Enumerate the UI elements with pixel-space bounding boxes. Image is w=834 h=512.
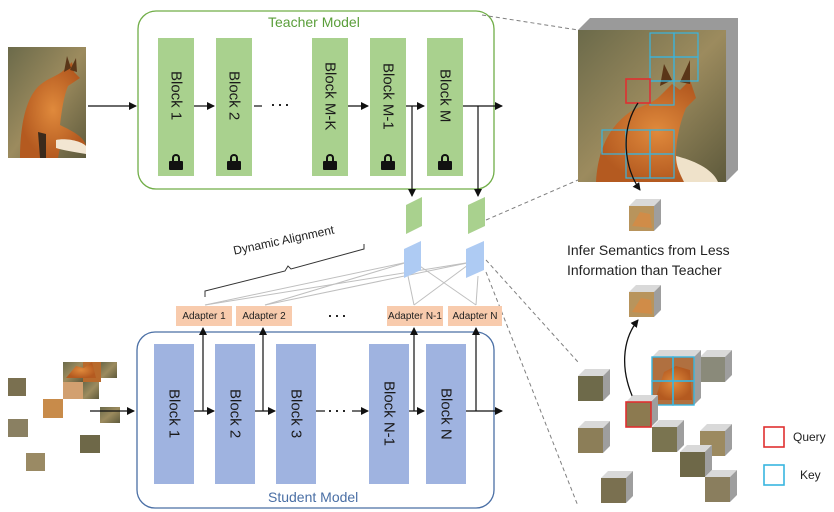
block-label: Block M-K xyxy=(321,61,339,131)
output-cube-bottom xyxy=(624,285,661,401)
block-label: Block M-1 xyxy=(379,62,397,130)
teacher-block-2: Block 2 xyxy=(216,38,252,176)
student-block-1: Block 1 xyxy=(154,344,194,484)
student-ellipsis: ··· xyxy=(327,400,348,420)
block-label: Block 2 xyxy=(226,389,244,439)
adapter-ellipsis: ··· xyxy=(327,305,348,325)
student-block-3: Block 3 xyxy=(276,344,316,484)
student-block-2: Block 2 xyxy=(215,344,255,484)
block-label: Block 3 xyxy=(287,389,305,439)
adapter-1: Adapter 1 xyxy=(176,306,232,326)
block-label: Block 1 xyxy=(167,71,185,121)
student-frame xyxy=(136,331,495,509)
lock-icon xyxy=(381,154,395,170)
scattered-cubes xyxy=(578,350,737,503)
block-label: Block 1 xyxy=(165,389,183,439)
block-label: Block N xyxy=(437,388,455,440)
caption-line-1: Infer Semantics from Less xyxy=(567,242,730,258)
teacher-feature-2 xyxy=(468,197,485,234)
student-block-n: Block N xyxy=(426,344,466,484)
legend-key-label: Key xyxy=(800,468,821,482)
teacher-block-m-k: Block M-K xyxy=(312,38,348,176)
teacher-frame xyxy=(137,10,495,190)
student-block-n-1: Block N-1 xyxy=(369,344,409,484)
attention-map-image xyxy=(578,18,738,191)
lock-icon xyxy=(227,154,241,170)
teacher-model-title: Teacher Model xyxy=(268,14,360,30)
adapter-n-1: Adapter N-1 xyxy=(387,306,443,326)
legend-key-swatch xyxy=(763,464,785,486)
teacher-block-m: Block M xyxy=(427,38,463,176)
adapter-2: Adapter 2 xyxy=(236,306,292,326)
teacher-feature-1 xyxy=(406,197,422,234)
student-feature-2 xyxy=(466,241,484,278)
dynamic-alignment-brace xyxy=(204,244,365,297)
legend-query-label: Query xyxy=(793,430,826,444)
legend-query-swatch xyxy=(763,426,785,448)
fox-image xyxy=(8,47,86,158)
lock-icon xyxy=(169,154,183,170)
lock-icon xyxy=(438,154,452,170)
caption-line-2: Information than Teacher xyxy=(567,262,722,278)
masked-patches xyxy=(8,362,120,471)
student-model-title: Student Model xyxy=(268,489,359,505)
adapter-n: Adapter N xyxy=(448,306,502,326)
block-label: Block 2 xyxy=(225,71,243,121)
block-label: Block M xyxy=(436,69,454,123)
lock-icon xyxy=(323,154,337,170)
teacher-ellipsis: ··· xyxy=(270,94,291,114)
block-label: Block N-1 xyxy=(380,381,398,447)
teacher-block-m-1: Block M-1 xyxy=(370,38,406,176)
student-feature-1 xyxy=(404,241,421,278)
teacher-block-1: Block 1 xyxy=(158,38,194,176)
output-cube-top xyxy=(629,199,661,231)
